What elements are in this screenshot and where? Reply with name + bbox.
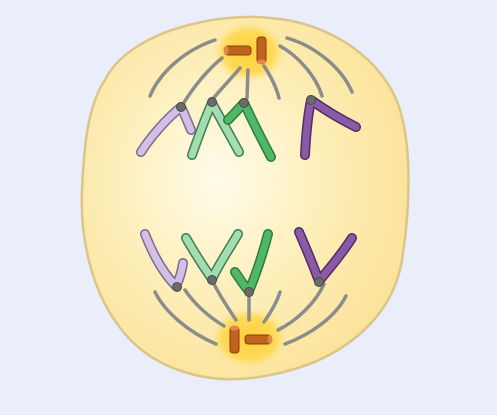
top-spindle-fibers bbox=[148, 36, 354, 106]
top-centromere-4 bbox=[306, 95, 316, 105]
bottom-centriole-horizontal bbox=[244, 334, 272, 345]
bottom-centromere-4 bbox=[314, 277, 324, 287]
top-centromere-3 bbox=[239, 98, 249, 108]
top-centrioles bbox=[223, 36, 267, 65]
top-centromere-2 bbox=[207, 97, 217, 107]
bottom-centromere-2 bbox=[207, 275, 217, 285]
bottom-centromere-3 bbox=[244, 287, 254, 297]
top-centriole-vertical bbox=[256, 36, 267, 64]
top-centromere-1 bbox=[176, 102, 186, 112]
bottom-spindle-fibers bbox=[153, 282, 348, 346]
bottom-centrioles bbox=[229, 325, 273, 354]
bottom-centriole-vertical bbox=[229, 326, 240, 354]
top-centriole-horizontal bbox=[224, 45, 252, 56]
bottom-centromere-1 bbox=[172, 282, 182, 292]
centromeres bbox=[172, 95, 324, 297]
